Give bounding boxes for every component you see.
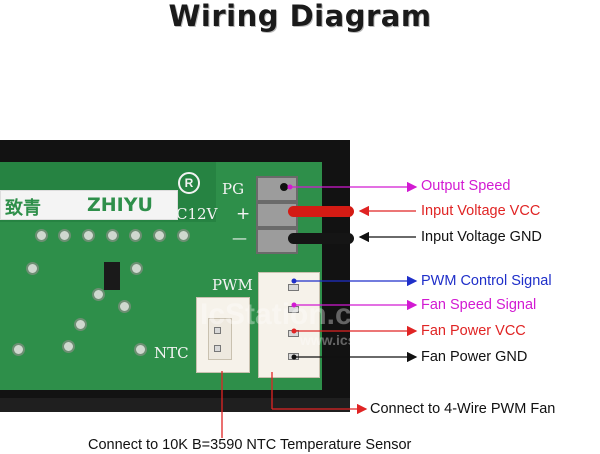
silk-minus: — (232, 229, 247, 247)
silk-c12v: C12V (176, 205, 218, 223)
via (74, 318, 87, 331)
black-wire (288, 233, 354, 244)
registered-mark: R (178, 172, 200, 194)
via (26, 262, 39, 275)
brand-chinese: 致青 (5, 198, 41, 219)
ic-chip (104, 262, 120, 290)
red-wire (288, 206, 354, 217)
via (134, 343, 147, 356)
via (12, 343, 25, 356)
diagram-title: Wiring Diagram (168, 0, 432, 33)
label-output-speed: Output Speed (421, 178, 511, 194)
watermark-url: www.icstation.com (300, 332, 427, 348)
label-input-gnd: Input Voltage GND (421, 229, 542, 245)
watermark-logo: IcStation.com (200, 298, 397, 331)
label-input-vcc: Input Voltage VCC (421, 203, 541, 219)
via (92, 288, 105, 301)
label-fan-speed: Fan Speed Signal (421, 297, 537, 313)
label-pwm-control: PWM Control Signal (421, 273, 552, 289)
brand-english: ZHIYU (87, 194, 153, 216)
via (118, 300, 131, 313)
label-fan-vcc: Fan Power VCC (421, 323, 526, 339)
via (58, 229, 71, 242)
via (106, 229, 119, 242)
connector-pin (214, 345, 221, 352)
via (153, 229, 166, 242)
connector-pin (214, 327, 221, 334)
via (82, 229, 95, 242)
label-pwm-fan: Connect to 4-Wire PWM Fan (370, 401, 556, 417)
via (129, 229, 142, 242)
silk-pwm: PWM (212, 276, 253, 294)
silk-pg: PG (222, 180, 245, 198)
via (35, 229, 48, 242)
device-housing-edge (0, 398, 350, 412)
via (62, 340, 75, 353)
silk-ntc: NTC (154, 344, 189, 362)
ntc-connector-socket (208, 318, 232, 360)
via (177, 229, 190, 242)
label-fan-gnd: Fan Power GND (421, 349, 528, 365)
label-ntc-sensor: Connect to 10K B=3590 NTC Temperature Se… (88, 437, 412, 453)
silk-plus: + (236, 204, 251, 224)
pin-hole (280, 183, 288, 191)
brand-label: 致青 ZHIYU (0, 190, 178, 220)
via (130, 262, 143, 275)
connector-pin (288, 284, 299, 291)
